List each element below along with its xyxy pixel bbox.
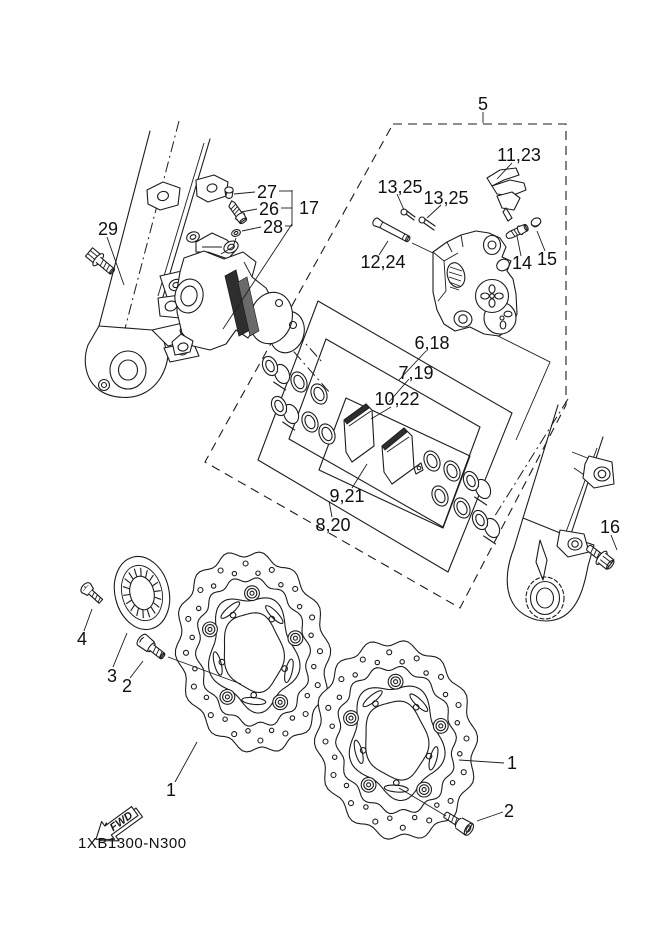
exploded-caliper bbox=[432, 230, 518, 337]
assembled-caliper bbox=[171, 232, 305, 356]
callout-2-right: 2 bbox=[504, 801, 514, 821]
bleed-cap-15 bbox=[530, 217, 542, 228]
callout-3: 3 bbox=[107, 666, 117, 686]
brake-pads bbox=[343, 403, 424, 485]
callout-14: 14 bbox=[512, 253, 532, 273]
callout-5: 5 bbox=[478, 94, 488, 114]
brake-disc-right bbox=[313, 640, 479, 840]
callout-15: 15 bbox=[537, 249, 557, 269]
callout-16: 16 bbox=[600, 517, 620, 537]
callout-29: 29 bbox=[98, 219, 118, 239]
callout-27: 27 bbox=[257, 182, 277, 202]
pad-pin-12-24 bbox=[372, 217, 411, 243]
bolt-4 bbox=[80, 582, 104, 604]
callout-26: 26 bbox=[259, 199, 279, 219]
callout-28: 28 bbox=[263, 217, 283, 237]
callout-4: 4 bbox=[77, 629, 87, 649]
callout-13-25-a: 13,25 bbox=[377, 177, 422, 197]
disc-lock-washer-3 bbox=[113, 555, 171, 631]
pad-spring-11-23 bbox=[486, 167, 527, 222]
bolt-2-left bbox=[136, 633, 166, 660]
callout-labels: 5 29 27 26 28 17 11,23 13,25 13,25 12,24… bbox=[77, 94, 620, 821]
drawing-code: 1XB1300-N300 bbox=[78, 835, 187, 852]
callout-12-24: 12,24 bbox=[360, 252, 405, 272]
pad-clip-13-25-b bbox=[418, 216, 436, 231]
callout-13-25-b: 13,25 bbox=[423, 188, 468, 208]
callout-6-18: 6,18 bbox=[414, 333, 449, 353]
bleed-screw-14 bbox=[505, 223, 529, 240]
bolt-16 bbox=[586, 544, 615, 570]
right-fork-leg bbox=[506, 404, 615, 622]
callout-8-20: 8,20 bbox=[315, 515, 350, 535]
seal-kit-parts bbox=[261, 355, 501, 545]
callout-17: 17 bbox=[299, 198, 319, 218]
callout-7-19: 7,19 bbox=[398, 363, 433, 383]
brake-disc-left bbox=[174, 551, 332, 753]
callout-9-21: 9,21 bbox=[329, 486, 364, 506]
callout-leaders bbox=[83, 162, 618, 822]
callout-2-left: 2 bbox=[122, 676, 132, 696]
bolt-29 bbox=[84, 247, 116, 275]
callout-1-left: 1 bbox=[166, 780, 176, 800]
bolt-2-right bbox=[443, 811, 475, 836]
callout-1-right: 1 bbox=[507, 753, 517, 773]
pad-clip-13-25-a bbox=[400, 208, 416, 221]
bleed-screw-set-left bbox=[220, 186, 248, 255]
callout-11-23: 11,23 bbox=[497, 145, 541, 165]
callout-10-22: 10,22 bbox=[374, 389, 419, 409]
group-box-5 bbox=[204, 112, 567, 609]
